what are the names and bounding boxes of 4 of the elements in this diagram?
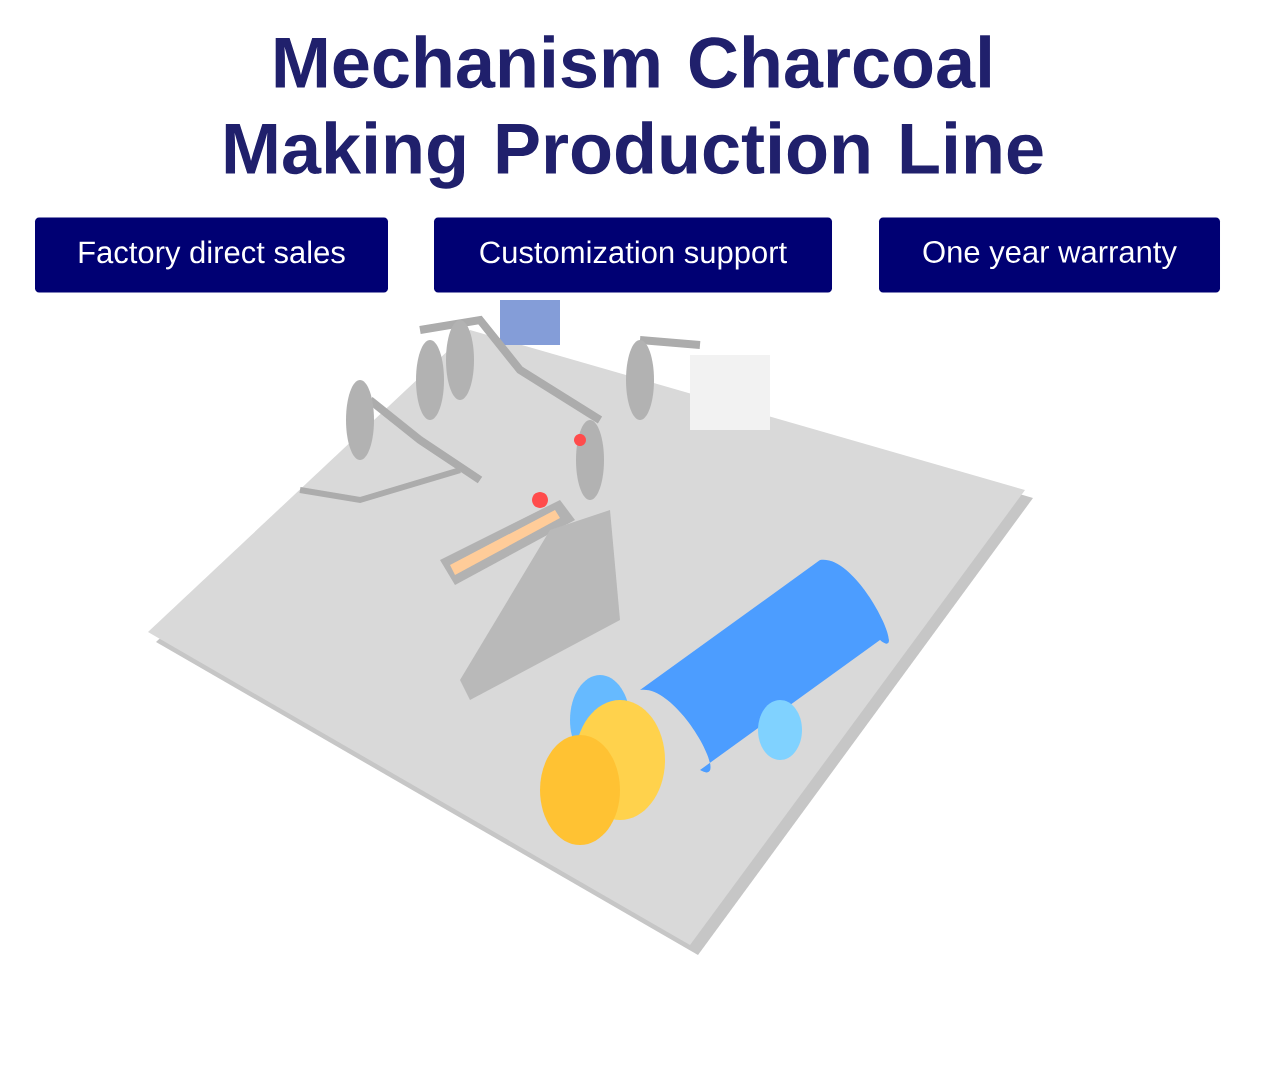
feature-badge: Customization support bbox=[434, 217, 832, 293]
feature-badge: Factory direct sales bbox=[35, 217, 388, 293]
title: Mechanism Charcoal Making Production Line bbox=[225, 35, 1043, 189]
feature-badge: One year warranty bbox=[879, 217, 1220, 293]
